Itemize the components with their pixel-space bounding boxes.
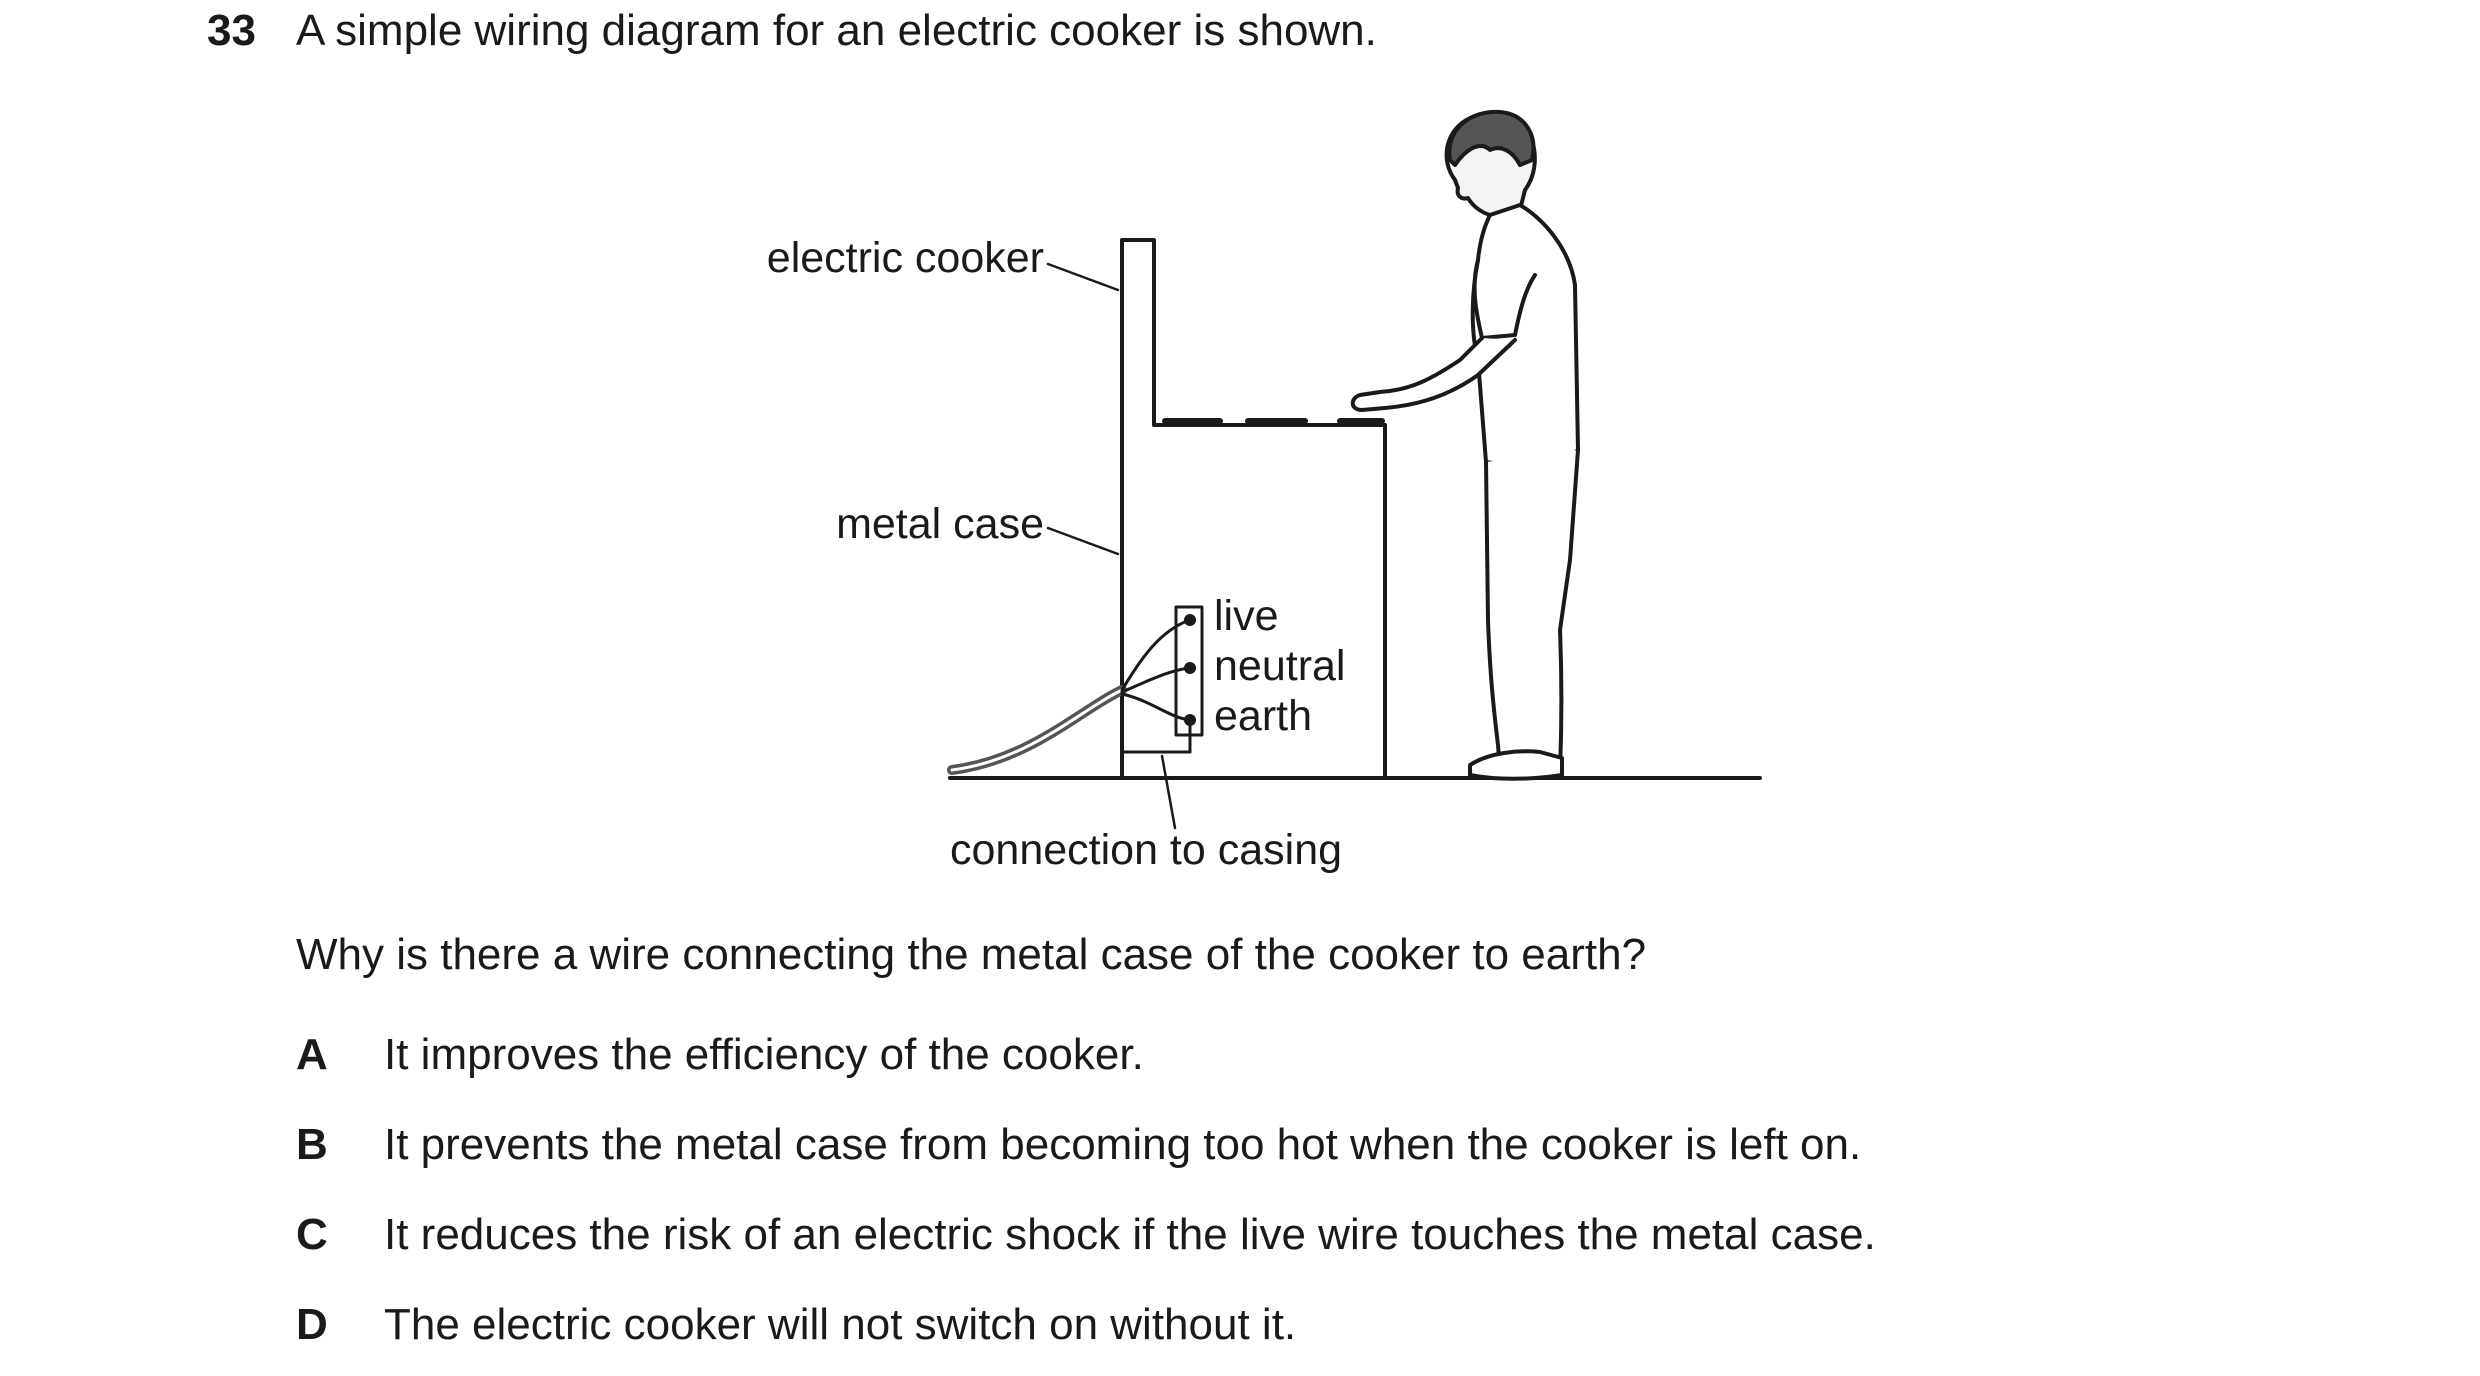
option-letter: A <box>296 1030 328 1079</box>
torso <box>1470 203 1580 467</box>
cable <box>947 685 1127 775</box>
earth-wire <box>1120 692 1192 722</box>
label-connection: connection to casing <box>950 826 1342 874</box>
leader-connection <box>1160 754 1177 830</box>
option-b[interactable]: B It prevents the metal case from becomi… <box>296 1120 1861 1170</box>
legs <box>1484 448 1580 772</box>
arm <box>1350 336 1517 412</box>
option-a[interactable]: A It improves the efficiency of the cook… <box>296 1030 1144 1080</box>
terminal-neutral <box>1184 662 1196 674</box>
label-neutral: neutral <box>1214 642 1345 690</box>
option-letter: B <box>296 1120 328 1169</box>
option-text: It prevents the metal case from becoming… <box>384 1120 1862 1169</box>
option-letter: C <box>296 1210 328 1259</box>
question-stem: A simple wiring diagram for an electric … <box>296 6 1377 55</box>
terminal-earth <box>1184 714 1196 726</box>
option-c[interactable]: C It reduces the risk of an electric sho… <box>296 1210 1876 1260</box>
label-electric-cooker: electric cooker <box>767 234 1044 282</box>
live-wire <box>1120 618 1192 692</box>
leader-metal-case <box>1046 526 1120 556</box>
option-d[interactable]: D The electric cooker will not switch on… <box>296 1300 1296 1350</box>
shoe <box>1468 749 1564 781</box>
label-live: live <box>1214 592 1279 640</box>
option-text: The electric cooker will not switch on w… <box>384 1300 1297 1349</box>
leader-electric-cooker <box>1046 262 1120 292</box>
hair <box>1447 109 1536 167</box>
question-number: 33 <box>207 6 256 55</box>
sleeve <box>1472 258 1537 340</box>
question-prompt: Why is there a wire connecting the metal… <box>296 930 1647 979</box>
cooker-outline <box>1120 238 1387 780</box>
wiring-diagram: electric cooker metal case live neutral … <box>767 109 1762 874</box>
label-metal-case: metal case <box>836 500 1044 548</box>
option-text: It reduces the risk of an electric shock… <box>384 1210 1876 1259</box>
terminal-live <box>1184 614 1196 626</box>
label-earth: earth <box>1214 692 1312 740</box>
option-letter: D <box>296 1300 328 1349</box>
option-text: It improves the efficiency of the cooker… <box>384 1030 1144 1079</box>
person-figure <box>1350 109 1580 781</box>
